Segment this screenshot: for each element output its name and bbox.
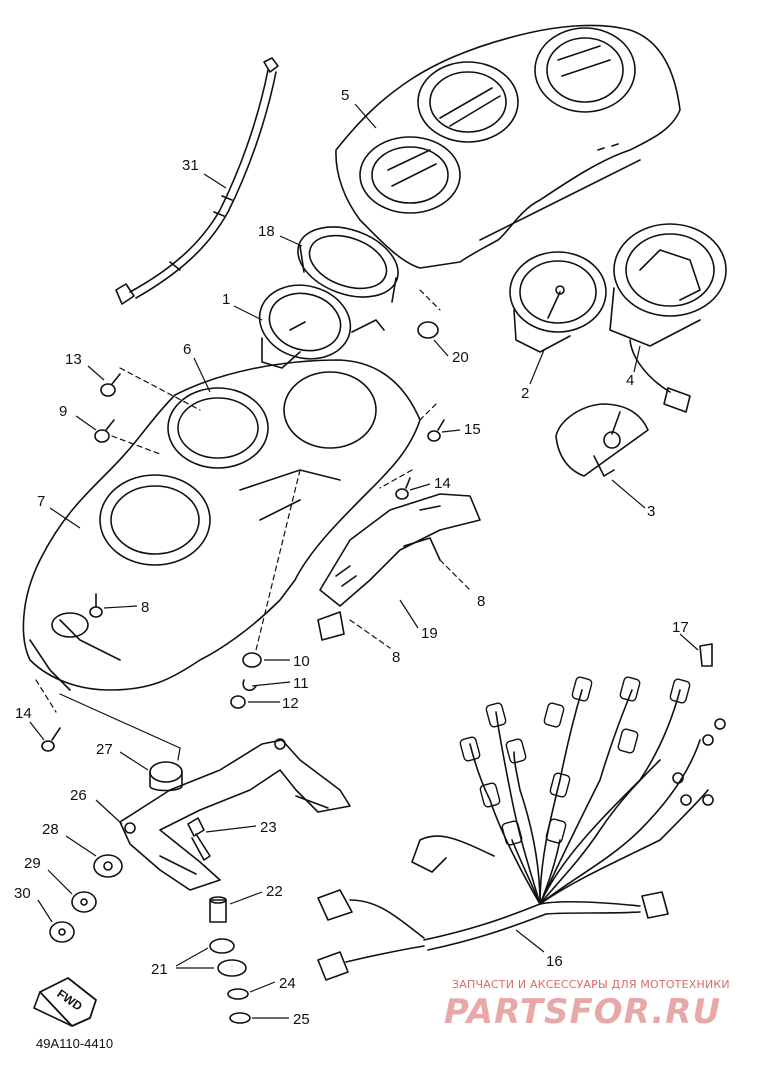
part-label-22: 22 xyxy=(266,883,283,900)
bracket-19 xyxy=(317,493,481,641)
part-label-19: 19 xyxy=(421,625,438,642)
wire-harness-16 xyxy=(317,676,726,981)
part-label-15: 15 xyxy=(464,421,481,438)
grommet-21 xyxy=(209,938,247,977)
part-label-24: 24 xyxy=(279,975,296,992)
meter-cover-5 xyxy=(335,24,681,269)
forward-arrow xyxy=(33,977,97,1027)
nut-25 xyxy=(229,1012,251,1024)
gauge-unit-4 xyxy=(609,223,727,413)
tachometer-2 xyxy=(509,251,607,353)
part-label-26: 26 xyxy=(70,787,87,804)
part-label-17: 17 xyxy=(672,619,689,636)
part-label-6: 6 xyxy=(183,341,192,358)
part-label-10: 10 xyxy=(293,653,310,670)
part-label-30: 30 xyxy=(14,885,31,902)
part-label-12: 12 xyxy=(282,695,299,712)
damper-27 xyxy=(149,761,183,792)
speedometer-cable-31 xyxy=(115,57,279,305)
part-label-29: 29 xyxy=(24,855,41,872)
part-label-9: 9 xyxy=(59,403,68,420)
speedometer-1 xyxy=(258,284,385,369)
leader-solid xyxy=(59,693,181,761)
part-label-8-upper: 8 xyxy=(477,593,486,610)
part-label-25: 25 xyxy=(293,1011,310,1028)
nut-30 xyxy=(49,921,75,943)
part-label-7: 7 xyxy=(37,493,46,510)
watermark-logo: PARTSFOR.RU xyxy=(444,992,722,1032)
collar-22 xyxy=(209,896,227,923)
washer-29 xyxy=(71,891,97,913)
meter-stay-26 xyxy=(119,738,351,891)
part-label-3: 3 xyxy=(647,503,656,520)
part-label-20: 20 xyxy=(452,349,469,366)
damper-28 xyxy=(93,854,123,878)
part-label-2: 2 xyxy=(521,385,530,402)
cap-20 xyxy=(417,321,439,339)
leader-lines xyxy=(35,289,471,713)
part-label-14-lower: 14 xyxy=(15,705,32,722)
part-label-4: 4 xyxy=(626,372,635,389)
washer-24 xyxy=(227,988,249,1000)
fuel-gauge-3 xyxy=(555,403,649,477)
part-label-31: 31 xyxy=(182,157,199,174)
diagram-code: 49A110-4410 xyxy=(36,1036,114,1051)
part-label-11: 11 xyxy=(293,675,309,692)
part-label-14-upper: 14 xyxy=(434,475,451,492)
part-label-21: 21 xyxy=(151,961,168,978)
part-label-16: 16 xyxy=(546,953,563,970)
part-label-1: 1 xyxy=(222,291,231,308)
watermark-tagline: ЗАПЧАСТИ И АКСЕССУАРЫ ДЛЯ МОТОТЕХНИКИ xyxy=(452,978,730,991)
part-label-8-lower: 8 xyxy=(392,649,401,666)
bolt-23 xyxy=(187,817,211,861)
part-label-8: 8 xyxy=(141,599,150,616)
fasteners xyxy=(41,373,713,752)
part-label-5: 5 xyxy=(341,87,350,104)
part-label-27: 27 xyxy=(96,741,113,758)
part-label-23: 23 xyxy=(260,819,277,836)
part-label-18: 18 xyxy=(258,223,275,240)
part-label-13: 13 xyxy=(65,351,82,368)
part-label-28: 28 xyxy=(42,821,59,838)
